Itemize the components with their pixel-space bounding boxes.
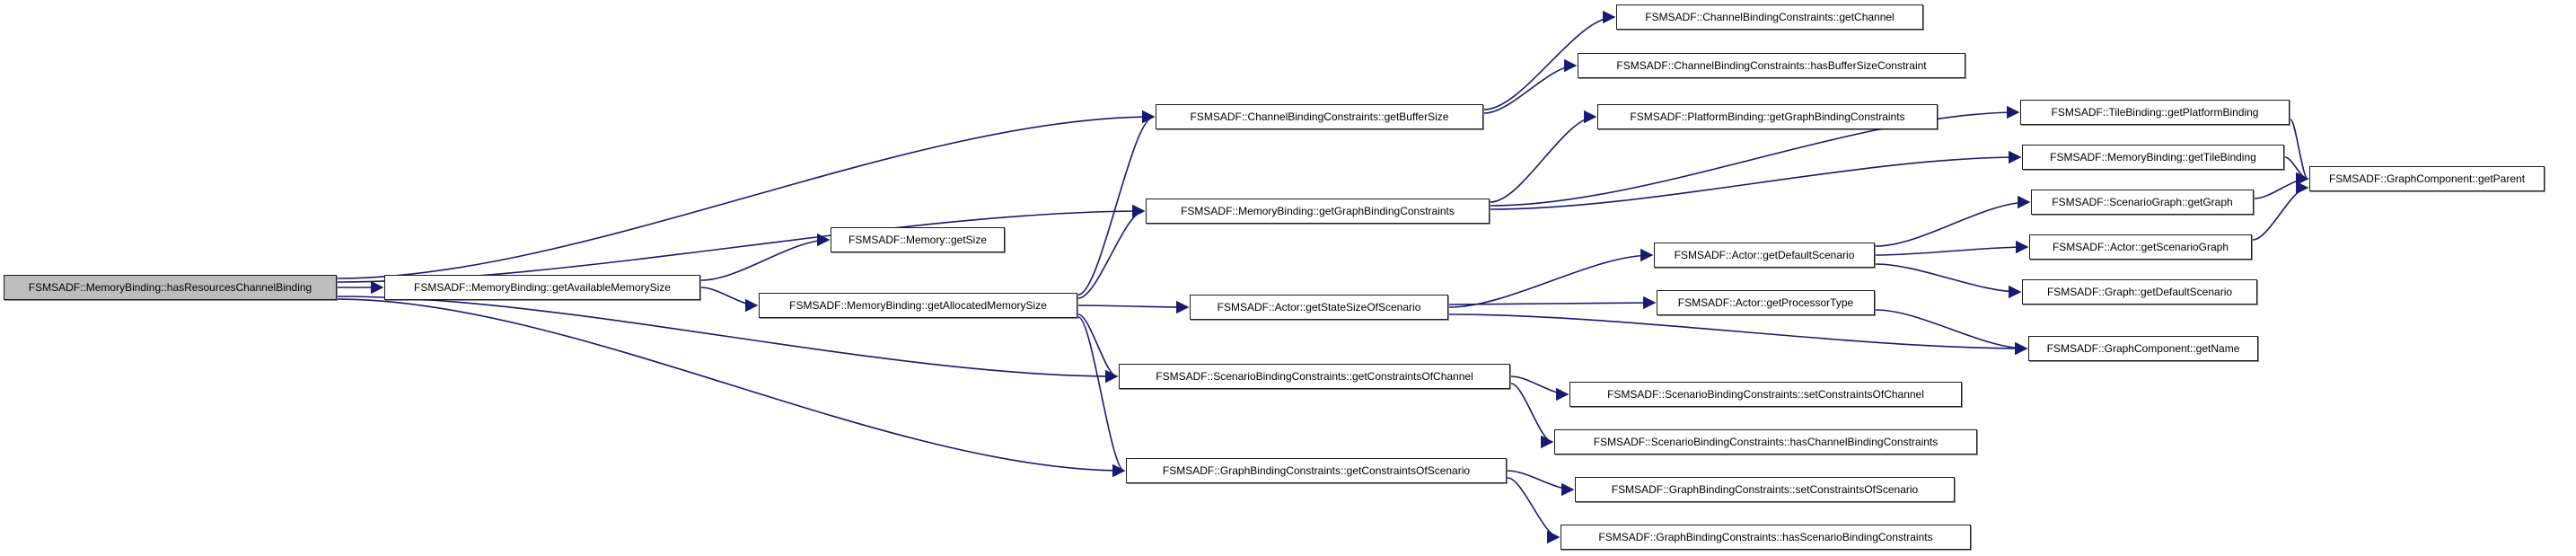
graph-node-getBufferSize[interactable]: FSMSADF::ChannelBindingConstraints::getB… (1156, 104, 1483, 129)
graph-node-getAllocatedMemorySize[interactable]: FSMSADF::MemoryBinding::getAllocatedMemo… (759, 293, 1077, 318)
graph-node-hasResourcesChannelBinding[interactable]: FSMSADF::MemoryBinding::hasResourcesChan… (4, 275, 337, 300)
call-edge (2254, 172, 2309, 199)
call-edge (1448, 248, 1654, 308)
graph-node-getDefaultScenario[interactable]: FSMSADF::Graph::getDefaultScenario (2022, 279, 2257, 304)
call-edge (1448, 313, 2028, 356)
call-edge (337, 204, 1146, 283)
graph-node-getScenarioGraph[interactable]: FSMSADF::Actor::getScenarioGraph (2029, 234, 2252, 260)
graph-node-hasBufferSizeConstraint[interactable]: FSMSADF::ChannelBindingConstraints::hasB… (1578, 53, 1965, 78)
call-edge (1077, 313, 1119, 384)
call-edge (2290, 119, 2309, 186)
call-edge (700, 233, 831, 281)
call-edge (1875, 195, 2031, 247)
call-edge (1875, 240, 2029, 256)
call-edge (337, 296, 1119, 384)
call-edge (1507, 470, 1575, 497)
call-edge (1077, 110, 1156, 296)
graph-node-getPlatformBinding[interactable]: FSMSADF::TileBinding::getPlatformBinding (2020, 100, 2290, 125)
graph-node-getStateSizeOfScenario[interactable]: FSMSADF::Actor::getStateSizeOfScenario (1190, 295, 1448, 320)
call-edge (1077, 316, 1126, 478)
graph-node-getName[interactable]: FSMSADF::GraphComponent::getName (2028, 336, 2258, 361)
call-edge (337, 298, 1126, 478)
graph-node-setConstraintsOfChannel[interactable]: FSMSADF::ScenarioBindingConstraints::set… (1569, 382, 1962, 407)
call-edge (2284, 156, 2309, 186)
graph-node-getDefaultScenario[interactable]: FSMSADF::Actor::getDefaultScenario (1654, 243, 1875, 268)
graph-node-getConstraintsOfChannel[interactable]: FSMSADF::ScenarioBindingConstraints::get… (1119, 364, 1510, 389)
graph-node-getGraphBindingConstraints[interactable]: FSMSADF::MemoryBinding::getGraphBindingC… (1146, 199, 1490, 224)
call-edge (2252, 181, 2309, 241)
call-edge (700, 287, 759, 313)
call-edge (1510, 375, 1569, 402)
graph-node-getGraphBindingConstraints[interactable]: FSMSADF::PlatformBinding::getGraphBindin… (1597, 104, 1938, 129)
call-edge (1875, 309, 2028, 356)
call-edge (1483, 10, 1616, 110)
call-edge (1490, 105, 2020, 207)
graph-node-getAvailableMemorySize[interactable]: FSMSADF::MemoryBinding::getAvailableMemo… (384, 275, 700, 300)
graph-node-getChannel[interactable]: FSMSADF::ChannelBindingConstraints::getC… (1616, 4, 1923, 30)
call-edge (1448, 296, 1657, 310)
call-edge (1875, 263, 2022, 299)
graph-node-hasScenarioBindingConstraints[interactable]: FSMSADF::GraphBindingConstraints::hasSce… (1561, 525, 1971, 550)
graph-node-getParent[interactable]: FSMSADF::GraphComponent::getParent (2309, 166, 2545, 191)
graph-node-hasChannelBindingConstraints[interactable]: FSMSADF::ScenarioBindingConstraints::has… (1554, 429, 1977, 455)
graph-node-getConstraintsOfScenario[interactable]: FSMSADF::GraphBindingConstraints::getCon… (1126, 458, 1507, 483)
graph-node-getTileBinding[interactable]: FSMSADF::MemoryBinding::getTileBinding (2022, 145, 2284, 170)
graph-node-getSize[interactable]: FSMSADF::Memory::getSize (831, 227, 1005, 252)
call-edge (1507, 477, 1561, 544)
call-edge (1077, 300, 1190, 314)
call-edge (1077, 204, 1146, 299)
call-edge (1510, 383, 1554, 449)
graph-node-setConstraintsOfScenario[interactable]: FSMSADF::GraphBindingConstraints::setCon… (1575, 477, 1955, 502)
call-edge (337, 110, 1156, 279)
graph-node-getGraph[interactable]: FSMSADF::ScenarioGraph::getGraph (2031, 190, 2254, 215)
call-edge (1483, 58, 1578, 114)
call-edge (1490, 110, 1597, 203)
call-edge (1490, 150, 2022, 210)
graph-node-getProcessorType[interactable]: FSMSADF::Actor::getProcessorType (1657, 290, 1875, 315)
